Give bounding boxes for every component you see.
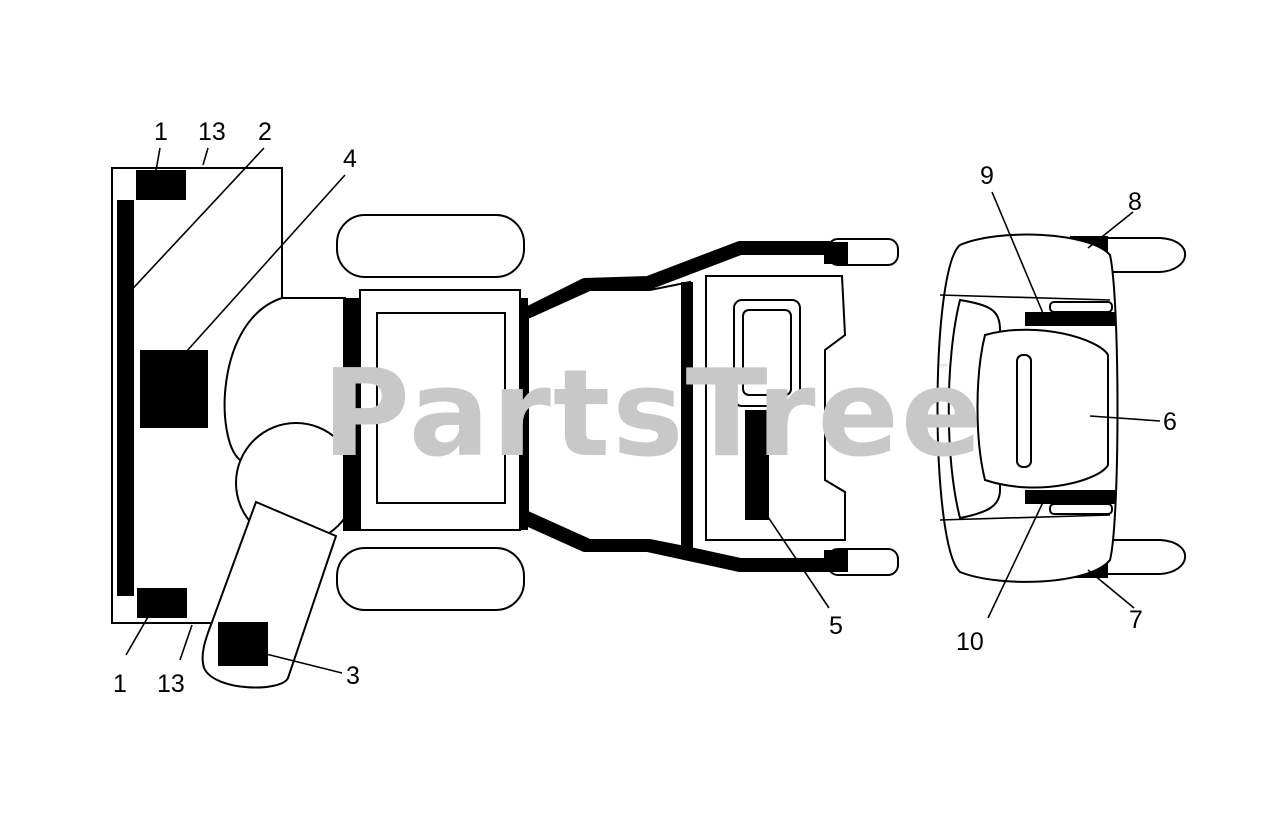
- callout-4: 4: [343, 145, 357, 173]
- callout-1-top: 1: [154, 118, 168, 146]
- callout-6: 6: [1163, 408, 1177, 436]
- watermark-text: PartsTree: [322, 345, 984, 484]
- decal-10: [1025, 490, 1115, 504]
- decal-5: [745, 410, 769, 520]
- tractor-body: [336, 214, 899, 611]
- callout-13-bottom: 13: [157, 670, 185, 698]
- rear-tire-top: [336, 214, 525, 278]
- leader-lines: [123, 147, 1161, 674]
- callout-7: 7: [1129, 606, 1143, 634]
- callout-3: 3: [346, 662, 360, 690]
- callout-10: 10: [956, 628, 984, 656]
- callout-2: 2: [258, 118, 272, 146]
- decal-2-strip: [117, 200, 134, 596]
- rear-tire-bottom: [336, 547, 525, 611]
- callout-9: 9: [980, 162, 994, 190]
- rear-assembly: [111, 167, 357, 689]
- callout-8: 8: [1128, 188, 1142, 216]
- callout-5: 5: [829, 612, 843, 640]
- decal-9: [1025, 312, 1115, 326]
- callout-numbers: 1 13 2 4 1 13 3 5 6 7 8 9 10: [113, 118, 1177, 698]
- decal-4: [140, 350, 208, 428]
- callout-1-bottom: 1: [113, 670, 127, 698]
- callout-13-top: 13: [198, 118, 226, 146]
- watermark-trademark: ™: [938, 362, 949, 375]
- decal-1-top: [136, 170, 186, 200]
- decal-1-bottom: [137, 588, 187, 618]
- front-assembly: [936, 233, 1187, 583]
- decal-3: [218, 622, 268, 666]
